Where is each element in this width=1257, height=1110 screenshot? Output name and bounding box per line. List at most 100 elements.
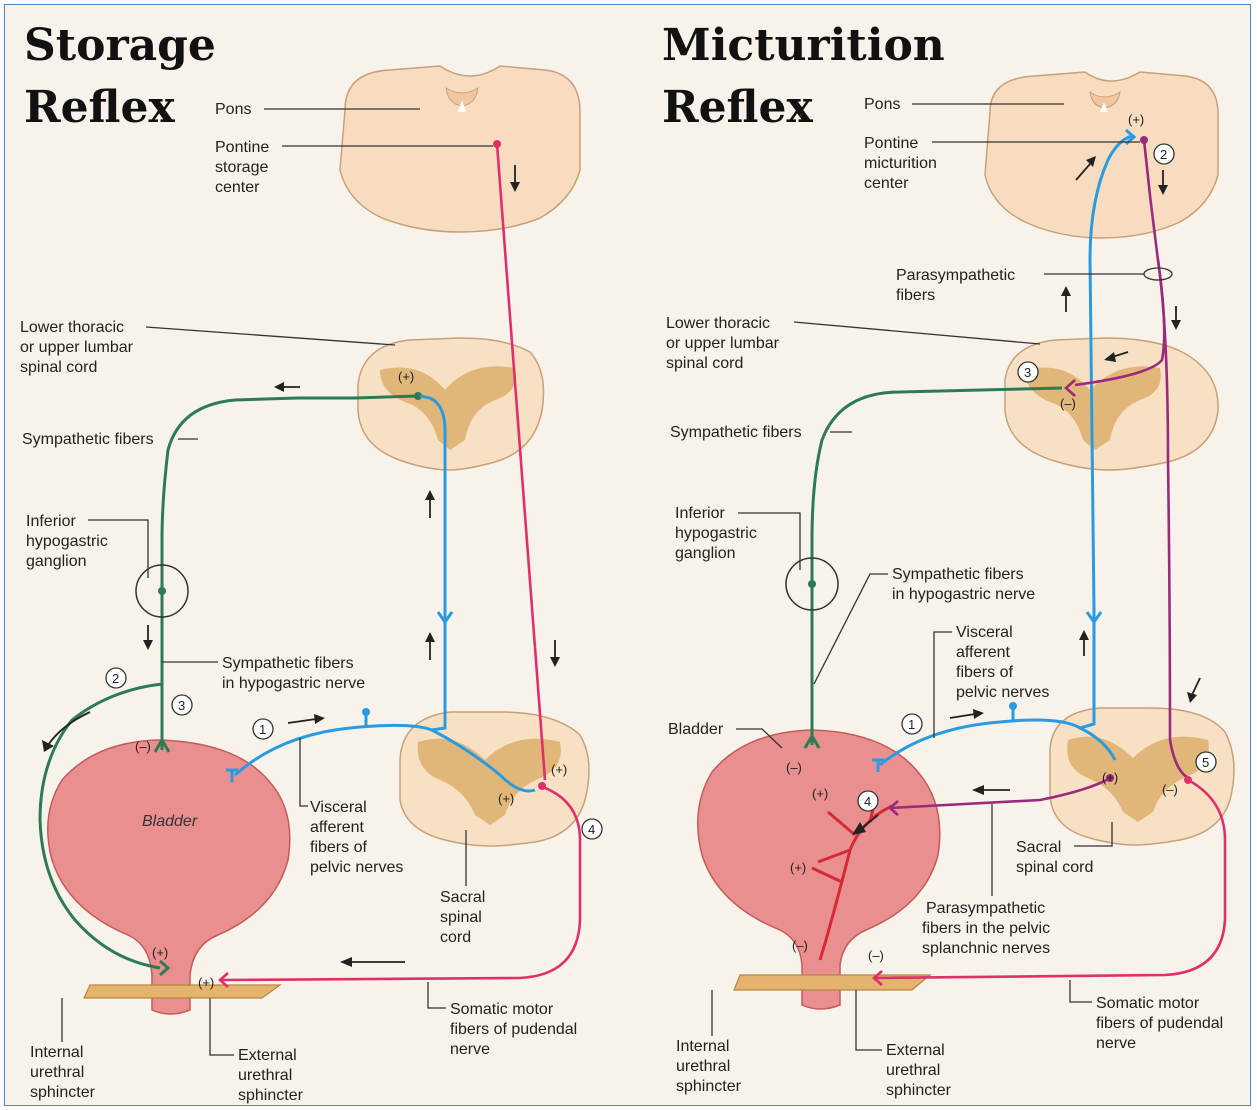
right-internal-sphincter-label-3: sphincter (676, 1078, 742, 1095)
bladder (48, 740, 290, 1014)
right-visceral-leader (934, 632, 952, 738)
external-sphincter-leader (210, 998, 234, 1055)
right-visceral-label-2: afferent (956, 644, 1011, 661)
right-somatic-label-1: Somatic motor (1096, 995, 1200, 1012)
external-sphincter-plus-sign: (+) (198, 975, 214, 990)
somatic-label-1: Somatic motor (450, 1001, 554, 1018)
right-bladder (698, 730, 940, 1009)
lower-cord-label-2: or upper lumbar (20, 339, 134, 356)
bladder-label: Bladder (142, 813, 198, 830)
external-sphincter-label-2: urethral (238, 1067, 292, 1084)
thoracic-plus-sign: (+) (398, 369, 414, 384)
storage-title-line2: Reflex (24, 82, 176, 133)
right-external-sphincter-minus-sign: (–) (868, 948, 884, 963)
bladder-minus-sign: (–) (135, 739, 151, 754)
hypogastric-label-2: in hypogastric nerve (222, 675, 365, 692)
lower-cord-label-3: spinal cord (20, 359, 97, 376)
right-visceral-label-3: fibers of (956, 664, 1013, 681)
thoracic-minus-sign: (–) (1060, 396, 1076, 411)
right-step-1-number: 1 (908, 717, 915, 732)
somatic-label-3: nerve (450, 1041, 490, 1058)
right-ganglion-synapse (808, 580, 816, 588)
sacral-motor-neuron (538, 782, 546, 790)
internal-sphincter-label-1: Internal (30, 1044, 83, 1061)
storage-center-label-3: center (215, 179, 260, 196)
micturition-title-line1: Micturition (662, 20, 945, 71)
step-4-number: 4 (588, 822, 595, 837)
splanchnic-label-2: fibers in the pelvic (922, 920, 1050, 937)
right-sacral-plus-sign: (+) (1102, 770, 1118, 785)
right-step-2-number: 2 (1160, 147, 1167, 162)
right-visceral-label-4: pelvic nerves (956, 684, 1049, 701)
right-sacral-label-1: Sacral (1016, 839, 1061, 856)
pontine-storage-center-dot (493, 140, 501, 148)
right-ganglion-label-3: ganglion (675, 545, 736, 562)
ganglion-synapse (158, 587, 166, 595)
visceral-label-2: afferent (310, 819, 365, 836)
sacral-plus-sign: (+) (498, 791, 514, 806)
left-labels: Pons Pontine storage center Lower thorac… (20, 101, 577, 1104)
sympathetic-fibers-label: Sympathetic fibers (22, 431, 154, 448)
splanchnic-label-1: Parasympathetic (926, 900, 1045, 917)
micturition-title-line2: Reflex (662, 82, 814, 133)
right-external-sphincter-label-3: sphincter (886, 1082, 952, 1099)
internal-sphincter-label-3: sphincter (30, 1084, 96, 1101)
visceral-label-1: Visceral (310, 799, 367, 816)
right-internal-sphincter-label-2: urethral (676, 1058, 730, 1075)
pons-section (340, 66, 580, 232)
right-external-sphincter-leader (856, 990, 882, 1050)
step-1-number: 1 (259, 722, 266, 737)
internal-sphincter-plus-sign: (+) (152, 945, 168, 960)
right-bladder-minus-sign: (–) (786, 760, 802, 775)
right-step-5-number: 5 (1202, 755, 1209, 770)
right-pons-label: Pons (864, 96, 900, 113)
sacral-label-3: cord (440, 929, 471, 946)
visceral-leader (300, 738, 308, 806)
right-bladder-label: Bladder (668, 721, 724, 738)
right-sacral-motor-neuron (1184, 776, 1192, 784)
right-dorsal-root-ganglion (1009, 702, 1017, 710)
storage-center-label-1: Pontine (215, 139, 269, 156)
storage-title-line1: Storage (24, 20, 216, 71)
visceral-label-4: pelvic nerves (310, 859, 403, 876)
hypogastric-label-1: Sympathetic fibers (222, 655, 354, 672)
pons-label: Pons (215, 101, 251, 118)
dorsal-root-ganglion (362, 708, 370, 716)
micturition-center-label-1: Pontine (864, 135, 918, 152)
pontine-micturition-center-dot (1140, 136, 1148, 144)
bladder-plus-sign-2: (+) (790, 860, 806, 875)
right-step-4-number: 4 (864, 794, 871, 809)
right-lower-cord-label-3: spinal cord (666, 355, 743, 372)
right-somatic-leader (1070, 980, 1092, 1002)
right-hypogastric-leader (814, 574, 888, 684)
sacral-label-1: Sacral (440, 889, 485, 906)
ganglion-label-2: hypogastric (26, 533, 108, 550)
right-ganglion-label-1: Inferior (675, 505, 725, 522)
right-sacral-label-2: spinal cord (1016, 859, 1093, 876)
storage-reflex-panel: Storage Reflex Bladder (20, 20, 602, 1104)
micturition-center-label-3: center (864, 175, 909, 192)
right-visceral-label-1: Visceral (956, 624, 1013, 641)
right-lower-cord-leader (794, 322, 1040, 344)
right-somatic-label-3: nerve (1096, 1035, 1136, 1052)
somatic-leader (428, 982, 446, 1008)
right-internal-sphincter-minus-sign: (–) (792, 938, 808, 953)
micturition-center-label-2: micturition (864, 155, 937, 172)
parasympathetic-label-1: Parasympathetic (896, 267, 1015, 284)
right-hypogastric-label-2: in hypogastric nerve (892, 586, 1035, 603)
pontine-to-sacral (1158, 260, 1188, 778)
step-3-number: 3 (178, 698, 185, 713)
right-lower-cord-label-1: Lower thoracic (666, 315, 770, 332)
right-external-sphincter-label-1: External (886, 1042, 945, 1059)
lower-cord-leader (146, 327, 395, 345)
micturition-reflex-panel: Micturition Reflex (662, 20, 1234, 1099)
pontine-descending-path (497, 144, 545, 780)
visceral-label-3: fibers of (310, 839, 367, 856)
external-sphincter-label-3: sphincter (238, 1087, 304, 1104)
parasympathetic-fibers-marker (1144, 268, 1172, 280)
parasympathetic-label-2: fibers (896, 287, 935, 304)
bladder-plus-sign-1: (+) (812, 786, 828, 801)
ganglion-label-3: ganglion (26, 553, 87, 570)
